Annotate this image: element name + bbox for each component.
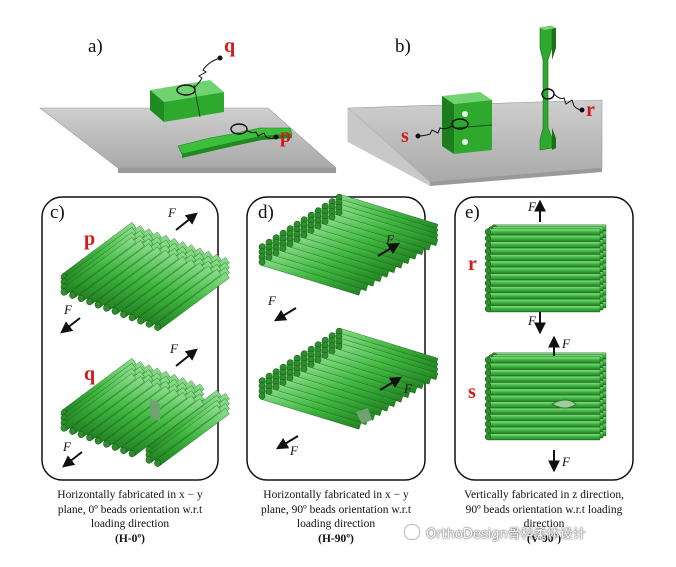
bead-block-q-90deg (258, 327, 439, 430)
marker-q-a: q (224, 35, 235, 57)
notch-c (150, 398, 160, 422)
tensile-specimen-vertical-b (539, 25, 556, 151)
caption-d-code: (H-90º) (318, 532, 354, 545)
force-label-d1: F (385, 232, 395, 247)
force-label-e3: F (561, 336, 571, 351)
panel-label-d: d) (258, 202, 274, 223)
notch-e (551, 399, 577, 409)
bead-block-p-0deg (60, 221, 230, 331)
force-label-e2: F (527, 313, 537, 328)
caption-d-line2: plane, 90º beads orientation w.r.t (260, 503, 412, 516)
force-label-d3: F (403, 381, 413, 396)
caption-c-line2: plane, 0º beads orientation w.r.t (57, 503, 203, 516)
force-arrows-c (60, 212, 198, 468)
caption-c-line3: loading direction (90, 518, 170, 530)
marker-ring-s (451, 118, 469, 130)
caption-e: Vertically fabricated in z direction, 90… (444, 488, 644, 546)
force-label-d4: F (289, 443, 299, 458)
caption-c: Horizontally fabricated in x − y plane, … (30, 488, 230, 546)
force-arrows-d (273, 242, 403, 450)
leader-dot-p (273, 134, 279, 140)
panel-frame-e (454, 196, 634, 481)
caption-d-line1: Horizontally fabricated in x − y (263, 489, 409, 501)
bead-block-q-0deg (60, 357, 230, 467)
force-label-c3: F (169, 341, 179, 356)
bead-block-s-vertical (484, 352, 607, 441)
leader-line-q (193, 57, 221, 89)
force-label-e4: F (561, 454, 571, 469)
leader-line-r (553, 93, 583, 111)
bead-block-r-vertical (484, 224, 607, 313)
build-plate-a (39, 107, 337, 173)
caption-c-code: (H-0º) (115, 532, 145, 545)
watermark-text: OrthoDesign骨科柔体设计 (426, 527, 586, 542)
caption-c-line1: Horizontally fabricated in x − y (57, 489, 203, 501)
panel-frame-c (41, 196, 219, 481)
force-label-d2: F (267, 293, 277, 308)
marker-p-a: p (280, 125, 291, 147)
force-arrows-e (534, 199, 560, 473)
marker-ring-q (176, 84, 196, 96)
caption-e-line2: 90º beads orientation w.r.t loading (465, 503, 623, 516)
marker-r-b: r (586, 99, 595, 121)
caption-e-line1: Vertically fabricated in z direction, (464, 489, 624, 501)
force-label-e1: F (527, 199, 537, 214)
panel-label-c: c) (50, 202, 65, 223)
bead-block-p-90deg (258, 193, 439, 296)
marker-s-e: s (468, 381, 476, 403)
caption-d-line3: loading direction (296, 518, 376, 530)
notch-d (356, 408, 372, 424)
caption-d: Horizontally fabricated in x − y plane, … (236, 488, 436, 546)
force-label-c2: F (63, 302, 73, 317)
marker-r-e: r (468, 253, 477, 275)
marker-q-c: q (84, 363, 95, 385)
leader-dot-r (579, 107, 585, 113)
panel-label-a: a) (88, 36, 103, 57)
caption-e-code: (V-90º) (526, 532, 562, 545)
watermark: OrthoDesign骨科柔体设计 (404, 523, 586, 542)
marker-ring-p (230, 123, 248, 135)
panel-label-b: b) (395, 36, 411, 57)
leader-line-p (245, 129, 277, 139)
leader-line-s (417, 125, 453, 137)
compact-tension-specimen-vertical-b (442, 92, 493, 154)
marker-p-c: p (84, 228, 95, 250)
caption-e-line3: direction (523, 518, 565, 530)
marker-s-b: s (401, 125, 409, 147)
force-label-c4: F (62, 439, 72, 454)
compact-tension-specimen-a (150, 80, 224, 122)
wechat-icon (404, 524, 420, 540)
tensile-specimen-flat-a (177, 127, 293, 158)
leader-dot-q (217, 55, 223, 61)
force-label-c1: F (167, 205, 177, 220)
leader-dot-s (415, 133, 421, 139)
panel-label-e: e) (465, 202, 480, 223)
